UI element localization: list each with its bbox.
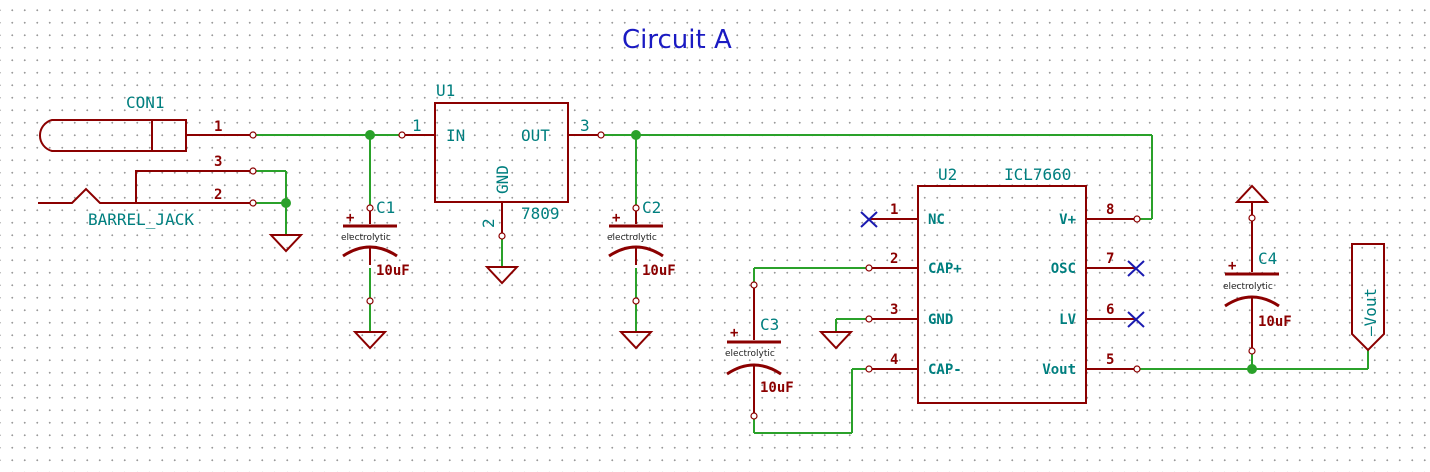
u2-pin-label-cap-minus: CAP-	[928, 362, 962, 378]
junctions	[281, 130, 1257, 374]
c4-polarity: +	[1228, 258, 1236, 274]
c4-ref: C4	[1258, 249, 1277, 268]
con1-pin-1: 1	[214, 119, 222, 135]
u1-pin-3: 3	[580, 116, 590, 135]
capacitor-c2[interactable]: C2 + electrolytic 10uF	[607, 198, 676, 305]
wires	[255, 134, 1369, 434]
u2-pin-label-osc: OSC	[1051, 261, 1076, 277]
u1-pin-1: 1	[412, 116, 422, 135]
c1-ref: C1	[376, 198, 395, 217]
power-flag-symbol	[1234, 184, 1270, 203]
c1-plate-negative	[342, 245, 398, 258]
ground-symbol	[818, 331, 854, 350]
u1-ref: U1	[436, 81, 455, 100]
u2-pin-label-nc: NC	[928, 212, 945, 228]
c2-ref: C2	[642, 198, 661, 217]
u1-pin-gnd-label: GND	[493, 165, 512, 194]
con1-pin-3: 3	[214, 154, 222, 170]
u2-pin-4: 4	[890, 352, 898, 368]
u2-pin-3: 3	[890, 302, 898, 318]
u2-pin-6: 6	[1106, 302, 1114, 318]
barrel-jack-con1[interactable]: CON1 1 3 2 BARREL_JACK	[38, 93, 257, 229]
c4-value: 10uF	[1258, 314, 1292, 330]
c4-type: electrolytic	[1223, 282, 1273, 292]
u2-pin-label-lv: LV	[1059, 312, 1076, 328]
c1-type: electrolytic	[341, 233, 391, 243]
u2-pin-label-vplus: V+	[1059, 212, 1076, 228]
u2-pin-label-vout: Vout	[1042, 362, 1076, 378]
capacitor-c4[interactable]: C4 + electrolytic 10uF	[1223, 184, 1292, 355]
ground-symbol	[484, 266, 520, 285]
jack-sleeve	[39, 119, 152, 152]
c3-ref: C3	[760, 315, 779, 334]
c2-polarity: +	[612, 210, 620, 226]
c2-plate-negative	[608, 245, 664, 258]
ground-symbol	[268, 234, 304, 253]
c4-plate-negative	[1224, 295, 1280, 308]
no-connect-icon	[1127, 311, 1145, 328]
u2-pin-2: 2	[890, 251, 898, 267]
con1-pin-2: 2	[214, 187, 222, 203]
junction-dot	[1247, 364, 1257, 374]
capacitor-c1[interactable]: C1 + electrolytic 10uF	[341, 198, 410, 305]
c3-plate-negative	[726, 363, 782, 376]
capacitor-c3[interactable]: C3 + electrolytic 10uF	[725, 281, 794, 420]
no-connect-icon	[1127, 260, 1145, 277]
u2-pin-7: 7	[1106, 251, 1114, 267]
vout-label-text: —Vout	[1361, 288, 1380, 336]
junction-dot	[365, 130, 375, 140]
u1-pin-out-label: OUT	[521, 126, 550, 145]
c2-type: electrolytic	[607, 233, 657, 243]
no-connect-icon	[860, 211, 878, 228]
u2-pin-5: 5	[1106, 352, 1114, 368]
u2-pin-8: 8	[1106, 202, 1114, 218]
regulator-u1[interactable]: U1 IN OUT GND 1 3 2 7809	[398, 81, 605, 240]
jack-pin-body	[151, 119, 187, 152]
con1-value: BARREL_JACK	[88, 210, 194, 229]
schematic-title: Circuit A	[622, 25, 732, 55]
u1-pin-2: 2	[479, 218, 498, 228]
c1-polarity: +	[346, 210, 354, 226]
vout-global-label[interactable]: —Vout	[1351, 243, 1385, 352]
u2-body	[917, 185, 1087, 404]
c2-value: 10uF	[642, 263, 676, 279]
jack-switch-contact	[135, 170, 250, 203]
u2-pin-label-cap-plus: CAP+	[928, 261, 962, 277]
junction-dot	[281, 198, 291, 208]
con1-ref: CON1	[126, 93, 165, 112]
c3-type: electrolytic	[725, 349, 775, 359]
u1-value: 7809	[521, 204, 560, 223]
c3-value: 10uF	[760, 380, 794, 396]
junction-dot	[631, 130, 641, 140]
charge-pump-u2[interactable]: U2 ICL7660 1 2 3 4 NC CAP+ GND CAP- 8 7 …	[865, 165, 1141, 404]
u2-pin-label-gnd: GND	[928, 312, 953, 328]
ground-symbol	[618, 331, 654, 350]
c3-polarity: +	[730, 325, 738, 341]
u1-pin-in-label: IN	[446, 126, 465, 145]
u2-pin-1: 1	[890, 202, 898, 218]
ground-symbol	[352, 331, 388, 350]
jack-spring-contact	[38, 187, 250, 204]
u2-ref: U2	[938, 165, 957, 184]
u2-value: ICL7660	[1004, 165, 1071, 184]
vout-label-flag	[1351, 243, 1385, 352]
c1-value: 10uF	[376, 263, 410, 279]
